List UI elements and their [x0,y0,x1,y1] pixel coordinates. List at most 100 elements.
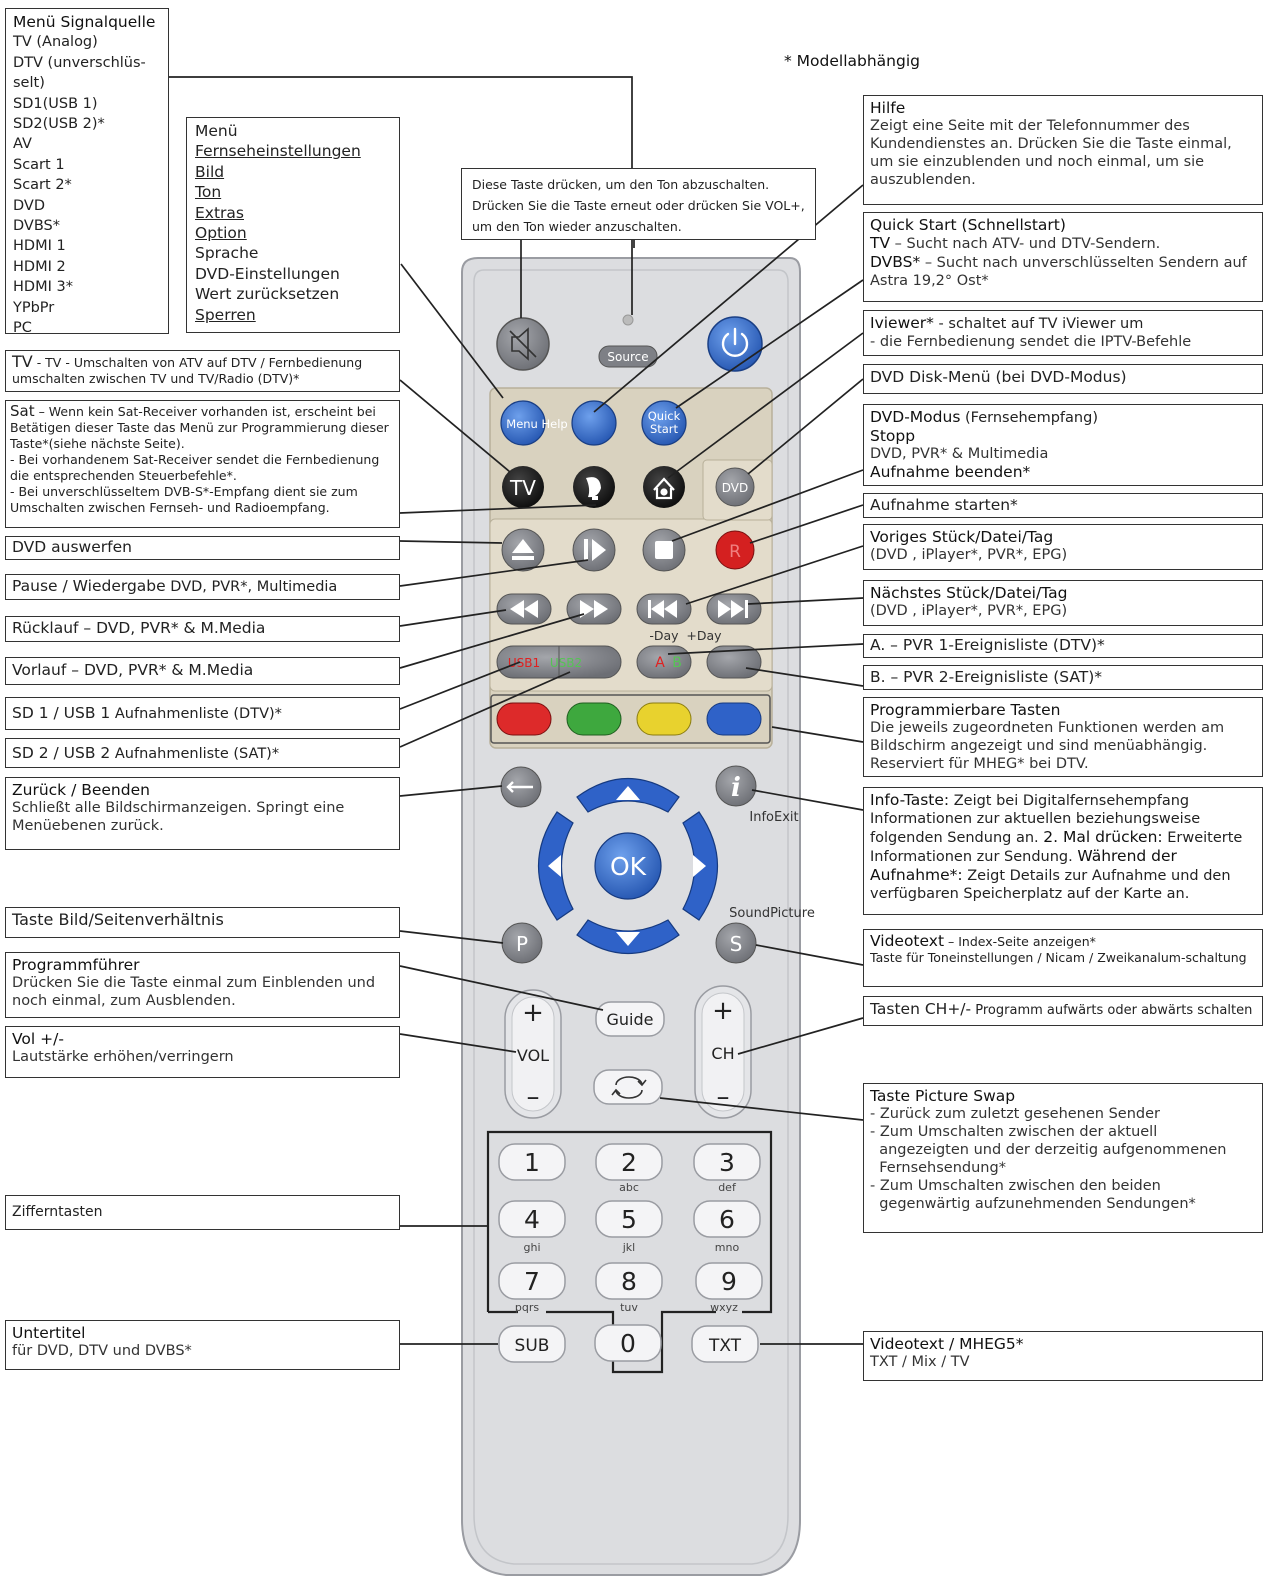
source-menu-item: HDMI 3* [13,279,73,296]
usb1-label: USB1 [508,656,540,670]
info-exit-label: InfoExit [749,810,798,825]
source-menu-items: TV (Analog)DTV (unverschlüs-selt)SD1(USB… [13,32,161,333]
quick-start-button[interactable] [641,400,687,446]
main-menu-item: Fernseheinstellungen [195,142,361,161]
yellow-button[interactable] [636,702,692,736]
teletext-button[interactable] [691,1325,759,1363]
pvr-b-label: B [672,655,682,671]
source-menu-item: HDMI 1 [13,238,66,255]
programmable-keys-callout: Programmierbare Tasten Die jeweils zugeo… [863,697,1263,777]
digit-2-button[interactable] [595,1143,663,1181]
guide-callout: Programmführer Drücken Sie die Taste ein… [5,952,400,1018]
back-arrow-icon [506,781,533,793]
digit-label: 3 [719,1148,735,1177]
channel-minus-label: – [717,1082,730,1112]
tv-button[interactable] [502,466,544,508]
pvr1-callout: A. – PVR 1-Ereignisliste (DTV)* [863,634,1263,658]
mheg-callout: Videotext / MHEG5* TXT / Mix / TV [863,1331,1263,1381]
volume-label: VOL [517,1046,549,1065]
info-callout-text-1: Zeigt bei Digitalfernsehempfang Informat… [870,793,1201,846]
blue-button[interactable] [706,702,762,736]
info-callout: Info-Taste: Zeigt bei Digitalfernsehempf… [863,787,1263,915]
digit-label: 1 [524,1148,540,1177]
picture-swap-item: - Zurück zum zuletzt gesehenen Sender [870,1106,1160,1122]
digit-label: 6 [719,1205,735,1234]
digit-letters: pqrs [515,1301,539,1314]
subtitle-button[interactable] [498,1325,566,1363]
eject-callout-text: DVD auswerfen [12,538,132,556]
digit-4-button[interactable] [498,1200,566,1238]
rewind-icon [510,600,538,618]
satellite-dish-icon [586,477,601,500]
picture-swap-callout: Taste Picture Swap - Zurück zum zuletzt … [863,1083,1263,1233]
usb2-label: USB2 [550,656,582,670]
mheg-callout-title: Videotext / MHEG5* [870,1335,1024,1353]
digit-1-button[interactable] [498,1143,566,1181]
dvd-mode-stop: Stopp [870,427,916,445]
previous-callout: Voriges Stück/Datei/Tag (DVD , iPlayer*,… [863,524,1263,570]
digit-label: 7 [524,1267,540,1296]
menu-button[interactable] [500,400,546,446]
digit-5-button[interactable] [595,1200,663,1238]
source-button[interactable] [598,345,658,368]
next-callout-text: (DVD , iPlayer*, PVR*, EPG) [870,603,1068,619]
volume-plus-label: + [522,998,544,1028]
digit-letters: wxyz [710,1301,738,1314]
digit-label: 0 [620,1329,636,1358]
picture-swap-button[interactable] [593,1069,663,1105]
videotext-callout: Videotext – Index-Seite anzeigen* Taste … [863,929,1263,987]
next-callout: Nächstes Stück/Datei/Tag (DVD , iPlayer*… [863,580,1263,626]
power-icon [721,327,749,357]
main-menu-item: Menü [195,122,238,140]
info-button[interactable] [715,765,757,807]
green-button[interactable] [566,702,622,736]
digit-letters: tuv [620,1301,638,1314]
sat-callout: Sat – Wenn kein Sat-Receiver vorhanden i… [5,400,400,528]
next-icon [718,600,748,618]
digit-6-button[interactable] [693,1200,761,1238]
main-menu-item: Sperren [195,305,256,324]
volume-callout-text: Lautstärke erhöhen/verringern [12,1049,234,1065]
pvr2-callout: B. – PVR 2-Ereignisliste (SAT)* [863,665,1263,690]
guide-button[interactable] [595,1001,665,1037]
digits-callout: Zifferntasten [5,1195,400,1230]
subtitle-label: SUB [515,1336,550,1356]
rewind-callout-text: Rücklauf – DVD, PVR* & M.Media [12,619,266,637]
record-callout-text: Aufnahme starten* [870,496,1018,514]
digit-3-button[interactable] [693,1143,761,1181]
help-button[interactable] [571,400,617,446]
ok-button[interactable] [594,832,662,900]
info-callout-second-press: 2. Mal drücken: [1043,828,1163,846]
info-callout-title: Info-Taste: [870,791,950,809]
source-menu-item: DVD [13,197,45,214]
red-button[interactable] [496,702,552,736]
guide-callout-title: Programmführer [12,956,140,974]
swap-icon [611,1076,647,1099]
up-arrow-icon [616,786,640,800]
sound-button[interactable] [715,922,757,964]
dvd-button[interactable] [715,467,755,507]
digit-letters: mno [715,1241,740,1254]
aspect-callout-text: Taste Bild/Seitenverhältnis [12,910,224,929]
sd2-callout: SD 2 / USB 2 Aufnahmenliste (SAT)* [5,738,400,768]
programmable-keys-title: Programmierbare Tasten [870,701,1061,719]
main-menu-item: DVD-Einstellungen [195,264,340,283]
digit-0-button[interactable] [594,1324,662,1362]
record-button[interactable] [715,530,755,570]
source-menu-item: selt) [13,75,45,92]
iviewer-button[interactable] [643,466,685,508]
pvr-b-button[interactable] [706,645,762,679]
sd2-callout-text: Aufnahmenliste (SAT)* [110,746,280,762]
digit-9-button[interactable] [695,1262,763,1300]
ok-label: OK [610,852,647,881]
digits-callout-text: Zifferntasten [12,1204,103,1220]
digit-7-button[interactable] [498,1262,566,1300]
day-plus-label: +Day [686,628,722,643]
mute-note-line-2: Drücken Sie die Taste erneut oder drücke… [472,198,805,213]
back-callout: Zurück / Beenden Schließt alle Bildschir… [5,777,400,850]
picture-swap-item: - Zum Umschalten zwischen der aktuell [870,1124,1158,1140]
picture-swap-title: Taste Picture Swap [870,1087,1016,1105]
subtitle-callout-title: Untertitel [12,1324,86,1342]
digit-8-button[interactable] [595,1262,663,1300]
